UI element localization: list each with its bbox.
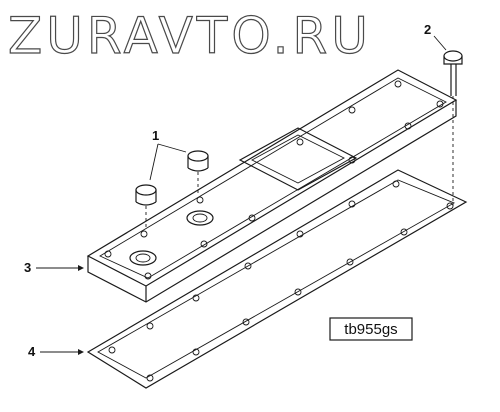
drawing-code-text: tb955gs: [344, 321, 397, 338]
callout-label-plug: 1: [152, 128, 159, 143]
cover-port-opening: [238, 127, 358, 191]
callout-gasket: 4: [28, 344, 84, 359]
callout-label-bolt: 2: [424, 22, 431, 37]
plug-right: [187, 150, 209, 194]
plug-left: [135, 184, 157, 230]
gasket-bolt-holes: [108, 180, 454, 382]
plug-hole-right: [186, 210, 214, 226]
callout-plug: 1: [149, 128, 187, 181]
gasket: [86, 169, 468, 389]
callout-label-gasket: 4: [28, 344, 36, 359]
drawing-code-box: tb955gs: [329, 317, 413, 341]
callout-cover: 3: [24, 260, 84, 275]
callout-label-cover: 3: [24, 260, 31, 275]
watermark-text: ZURAVTO.RU: [8, 7, 372, 65]
cover-bolt-holes: [104, 80, 444, 280]
bolt: [443, 50, 463, 206]
plug-hole-left: [129, 250, 157, 266]
callout-bolt: 2: [424, 22, 447, 51]
cover-plate: [86, 69, 458, 303]
